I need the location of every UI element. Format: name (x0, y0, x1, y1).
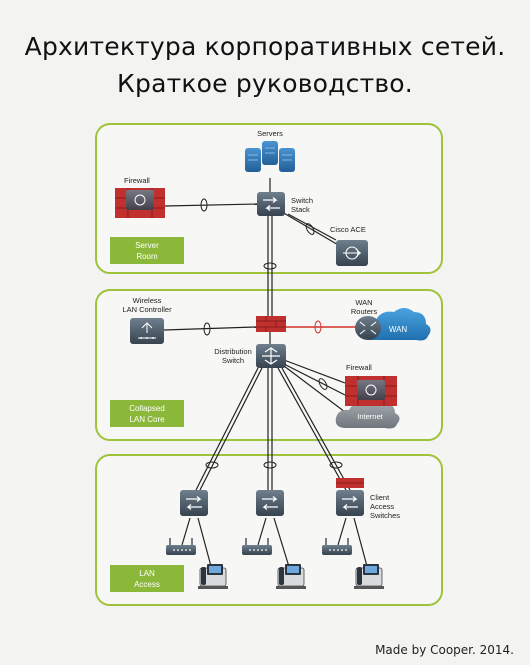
label-wlc-1: Wireless (133, 296, 162, 305)
svg-text:LAN Core: LAN Core (129, 415, 165, 424)
label-distribution-switch-2: Switch (222, 356, 244, 365)
label-firewall-core: Firewall (346, 363, 372, 372)
core-firewall-module-icon (256, 316, 286, 332)
svg-text:Collapsed: Collapsed (129, 404, 165, 413)
ip-phone-1-icon (198, 564, 228, 589)
label-servers: Servers (257, 129, 283, 138)
label-firewall-top: Firewall (124, 176, 150, 185)
switch-stack-icon (257, 192, 285, 216)
svg-text:Server: Server (135, 241, 159, 250)
cisco-ace-icon (336, 240, 368, 266)
label-wlc-2: LAN Controller (122, 305, 172, 314)
label-internet: Internet (357, 412, 383, 421)
zone-tag-lan-access: LAN Access (110, 565, 184, 592)
zone-tag-server-room: Server Room (110, 237, 184, 264)
distribution-switch-icon (256, 344, 286, 368)
access-switch-3-icon (336, 478, 364, 516)
page-title-line2: Краткое руководство. (117, 69, 413, 98)
zone-tag-lan-core: Collapsed LAN Core (110, 400, 184, 427)
access-point-1-icon (166, 538, 196, 555)
svg-text:Access: Access (134, 580, 160, 589)
label-cisco-ace: Cisco ACE (330, 225, 366, 234)
wireless-lan-controller-icon (130, 318, 164, 344)
wan-router-icon (355, 316, 381, 340)
label-wan-cloud: WAN (389, 325, 408, 334)
servers-icon (245, 141, 295, 172)
firewall-core-icon (345, 376, 397, 406)
label-wan-routers-1: WAN (355, 298, 372, 307)
label-distribution-switch-1: Distribution (214, 347, 252, 356)
link-bundle-markers (200, 198, 343, 469)
internet-cloud-icon: Internet (335, 400, 400, 429)
page-title-line1: Архитектура корпоративных сетей. (24, 32, 506, 61)
author-credit: Made by Cooper. 2014. (375, 643, 514, 657)
ip-phone-2-icon (276, 564, 306, 589)
svg-text:LAN: LAN (139, 569, 155, 578)
label-switch-stack-1: Switch (291, 196, 313, 205)
access-switch-2-icon (256, 490, 284, 516)
label-switch-stack-2: Stack (291, 205, 310, 214)
label-client-access-2: Access (370, 502, 394, 511)
access-switch-1-icon (180, 490, 208, 516)
firewall-icon (115, 188, 165, 218)
label-client-access-1: Client (370, 493, 390, 502)
label-client-access-3: Switches (370, 511, 400, 520)
svg-text:Room: Room (136, 252, 158, 261)
access-point-2-icon (242, 538, 272, 555)
ip-phone-3-icon (354, 564, 384, 589)
access-point-3-icon (322, 538, 352, 555)
label-wan-routers-2: Routers (351, 307, 378, 316)
